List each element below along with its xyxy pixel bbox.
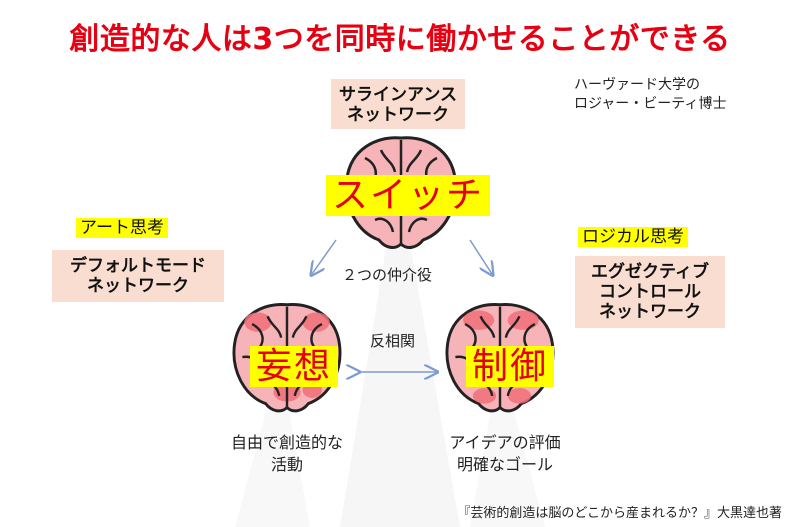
right-caption-line1: アイデアの評価 — [449, 433, 561, 452]
right-caption-line2: 明確なゴール — [456, 455, 553, 474]
arrow-to-left — [312, 239, 337, 274]
control-tag-wrap: 制御 — [466, 345, 555, 389]
default-mode-network-line1: デフォルトモード — [70, 256, 206, 276]
salience-network-line2: ネットワーク — [347, 105, 449, 125]
art-thinking-heading: アート思考 — [76, 218, 168, 238]
executive-control-network-line2: コントロール — [599, 282, 701, 302]
logical-thinking-heading-wrap: ロジカル思考 — [578, 225, 688, 249]
salience-network-box: サラインアンス ネットワーク — [331, 79, 465, 129]
delusion-tag: 妄想 — [250, 346, 339, 387]
art-thinking-heading-wrap: アート思考 — [76, 216, 168, 240]
source-citation: 『芸術的創造は脳のどこから産まれるか？』大黒達也著 — [457, 506, 782, 521]
attribution-line1: ハーヴァード大学の — [574, 77, 700, 93]
attribution: ハーヴァード大学の ロジャー・ビーティ博士 — [574, 76, 726, 114]
default-mode-network-box: デフォルトモード ネットワーク — [52, 250, 224, 302]
switch-tag-wrap: スイッチ — [326, 174, 491, 218]
logical-thinking-heading: ロジカル思考 — [578, 227, 688, 247]
right-caption: アイデアの評価 明確なゴール — [430, 432, 580, 476]
left-caption: 自由で創造的な 活動 — [212, 432, 362, 476]
executive-control-network-line1: エグゼクティブ — [591, 262, 709, 282]
left-caption-line2: 活動 — [270, 455, 303, 474]
mediator-caption: ２つの仲介役 — [342, 266, 433, 284]
default-mode-network-line2: ネットワーク — [87, 276, 189, 296]
salience-network-line1: サラインアンス — [339, 85, 457, 105]
attribution-line2: ロジャー・ビーティ博士 — [574, 96, 727, 112]
executive-control-network-box: エグゼクティブ コントロール ネットワーク — [575, 256, 725, 328]
arrow-to-right — [469, 239, 492, 274]
control-tag: 制御 — [466, 346, 555, 387]
left-caption-line1: 自由で創造的な — [230, 433, 343, 452]
anticorrelation-label: 反相関 — [370, 332, 416, 350]
page-title: 創造的な人は3つを同時に働かせることができる — [69, 22, 731, 57]
delusion-tag-wrap: 妄想 — [250, 345, 339, 389]
executive-control-network-line3: ネットワーク — [599, 302, 701, 322]
switch-tag: スイッチ — [326, 175, 491, 216]
